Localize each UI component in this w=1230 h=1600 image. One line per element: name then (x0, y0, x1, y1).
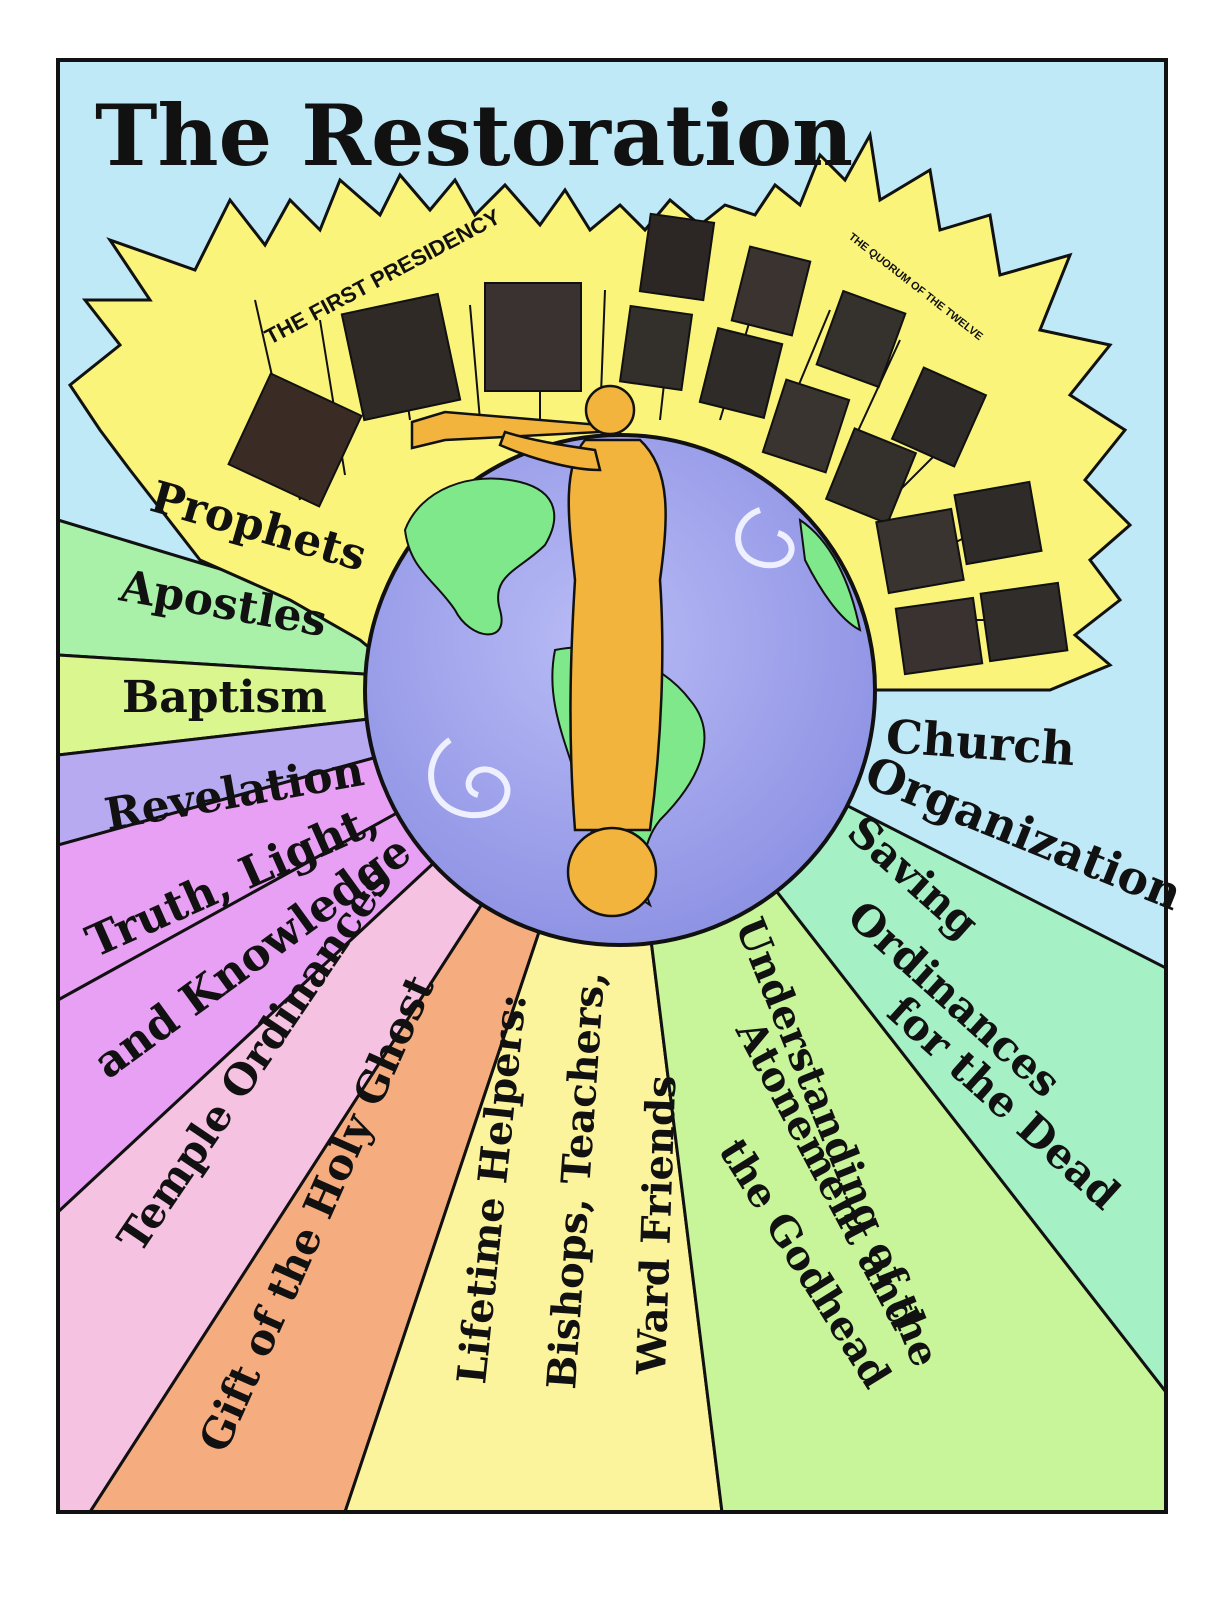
angel-arm (498, 430, 602, 472)
portrait (953, 480, 1043, 566)
poster-frame (56, 58, 1168, 1514)
angel-moroni (410, 384, 667, 918)
north-america (403, 477, 556, 636)
portrait (340, 292, 462, 422)
label-church-1: Church (884, 709, 1077, 776)
portrait (815, 289, 907, 389)
portrait (484, 282, 582, 392)
cloud-swirl (735, 507, 795, 569)
portrait (979, 581, 1069, 663)
angel-robe (567, 438, 667, 832)
portrait (824, 427, 918, 525)
portrait (618, 304, 694, 392)
portraits (227, 212, 1069, 676)
portrait (761, 378, 851, 474)
label-baptism: Baptism (122, 672, 327, 723)
portrait (875, 507, 965, 595)
cloud-swirl (428, 737, 511, 819)
portrait (698, 326, 784, 420)
portrait (638, 212, 716, 302)
page-title: The Restoration (95, 86, 853, 185)
portrait (227, 372, 363, 508)
europe-africa (798, 517, 862, 632)
portrait (890, 366, 988, 468)
angel-orb (566, 826, 658, 918)
portrait (730, 245, 812, 337)
angel-head (584, 384, 636, 436)
label-helpers-3: Ward Friends (628, 1075, 685, 1377)
portrait (894, 596, 984, 676)
